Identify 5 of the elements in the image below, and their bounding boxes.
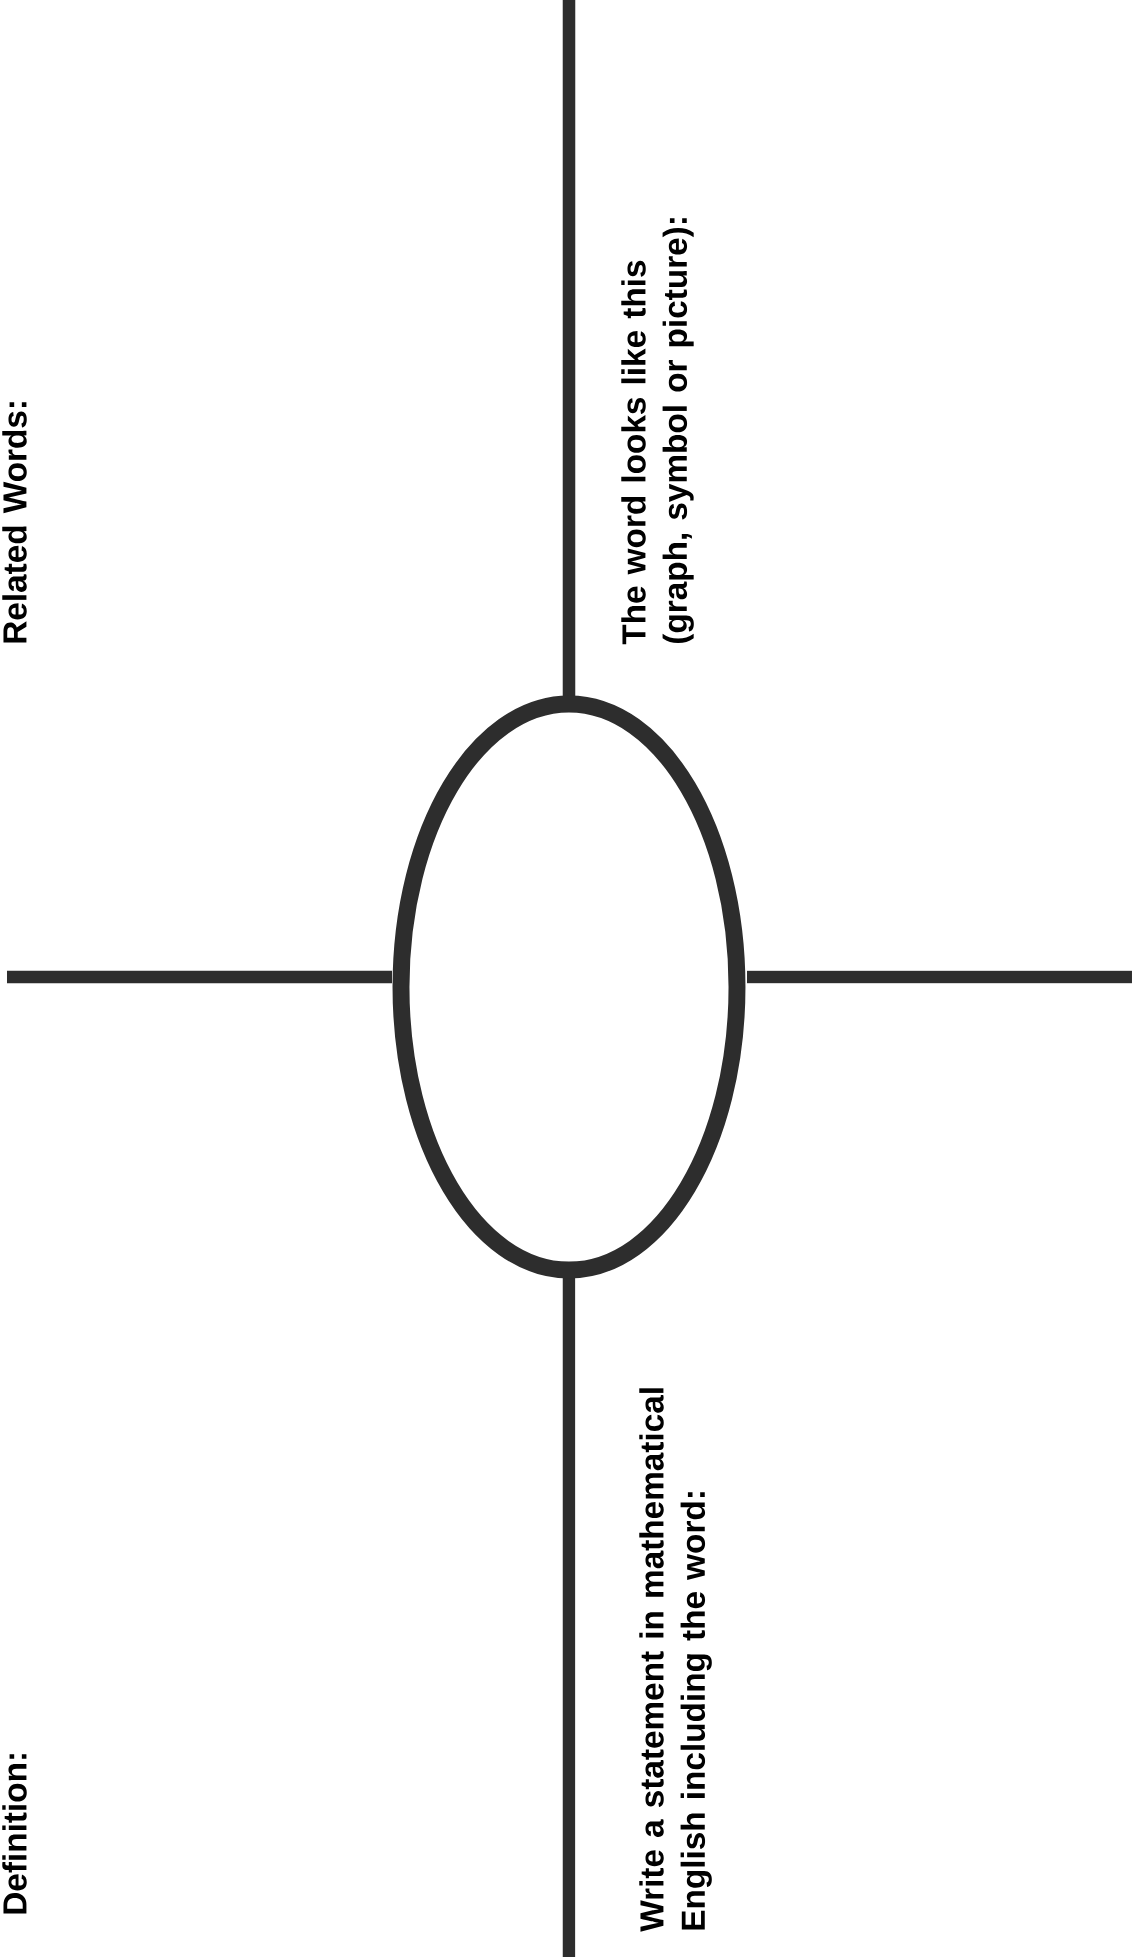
prompt-label: Related Words: (2, 402, 27, 643)
prompt-label: Definition: (2, 1754, 27, 1914)
prompt-label: The word looks like this (graph, symbol or picture): (621, 218, 694, 645)
center-oval (392, 695, 746, 1279)
prompt-label: Write a statement in mathematical English including the word: (639, 1388, 712, 1932)
